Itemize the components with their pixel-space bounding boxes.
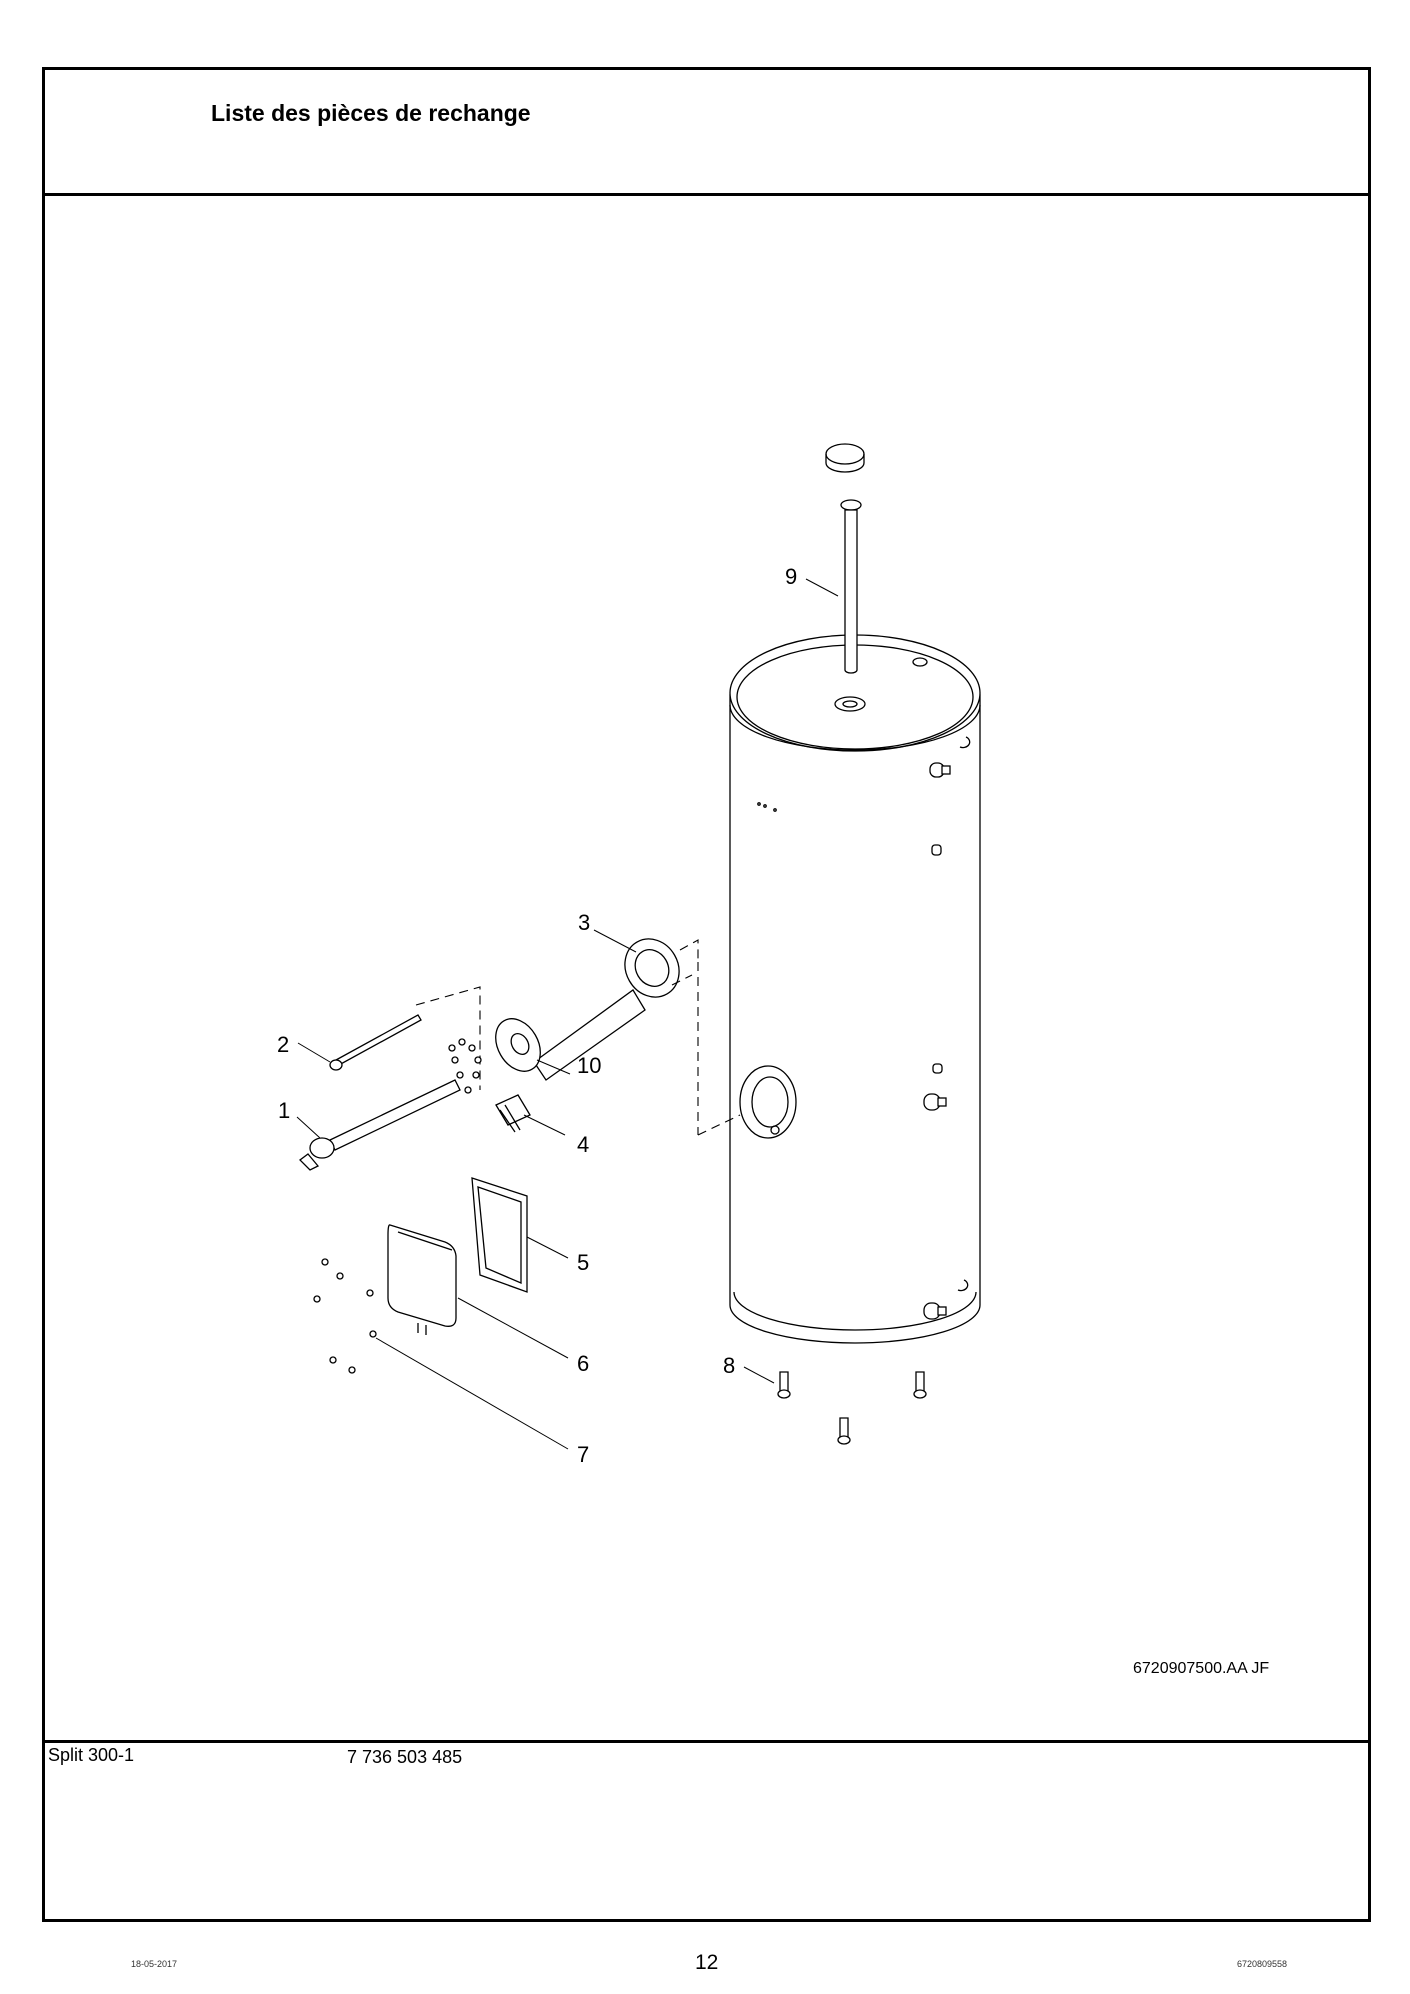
- tank-feet: [777, 1371, 927, 1445]
- heating-element: [299, 986, 482, 1171]
- callout-labels: 2 1 3 10 4 5 6 7 8 9: [277, 564, 797, 1467]
- drawing-divider: [42, 1740, 1371, 1743]
- product-part-number: 7 736 503 485: [347, 1747, 463, 1767]
- footer-date: 18-05-2017: [131, 1959, 178, 1969]
- cover: [387, 1224, 457, 1335]
- footer-doc-id: 6720809558: [1237, 1959, 1288, 1969]
- callout-6: 6: [577, 1351, 589, 1376]
- loose-screws: [313, 1258, 377, 1374]
- callout-8: 8: [723, 1353, 735, 1378]
- sensor-clip: [495, 1094, 531, 1133]
- callout-3: 3: [578, 910, 590, 935]
- page-title: Liste des pièces de rechange: [211, 100, 531, 126]
- callout-1: 1: [278, 1098, 290, 1123]
- callout-2: 2: [277, 1032, 289, 1057]
- gasket: [471, 1177, 528, 1293]
- anode-rod: [825, 443, 865, 674]
- callout-9: 9: [785, 564, 797, 589]
- callout-5: 5: [577, 1250, 589, 1275]
- callout-4: 4: [577, 1132, 589, 1157]
- callout-10: 10: [577, 1053, 601, 1078]
- screws-cluster: [448, 1038, 482, 1094]
- page-number: 12: [695, 1951, 719, 1974]
- exploded-view-drawing: 2 1 3 10 4 5 6 7 8 9: [277, 443, 981, 1467]
- drawing-reference: 6720907500.AA JF: [1133, 1660, 1270, 1677]
- header-divider: [42, 193, 1371, 196]
- callout-7: 7: [577, 1442, 589, 1467]
- page-frame: [42, 67, 1371, 1922]
- tank: [729, 634, 981, 1344]
- product-model: Split 300-1: [48, 1745, 135, 1765]
- flange-assembly: [495, 938, 741, 1136]
- callout-leaders: [296, 578, 839, 1450]
